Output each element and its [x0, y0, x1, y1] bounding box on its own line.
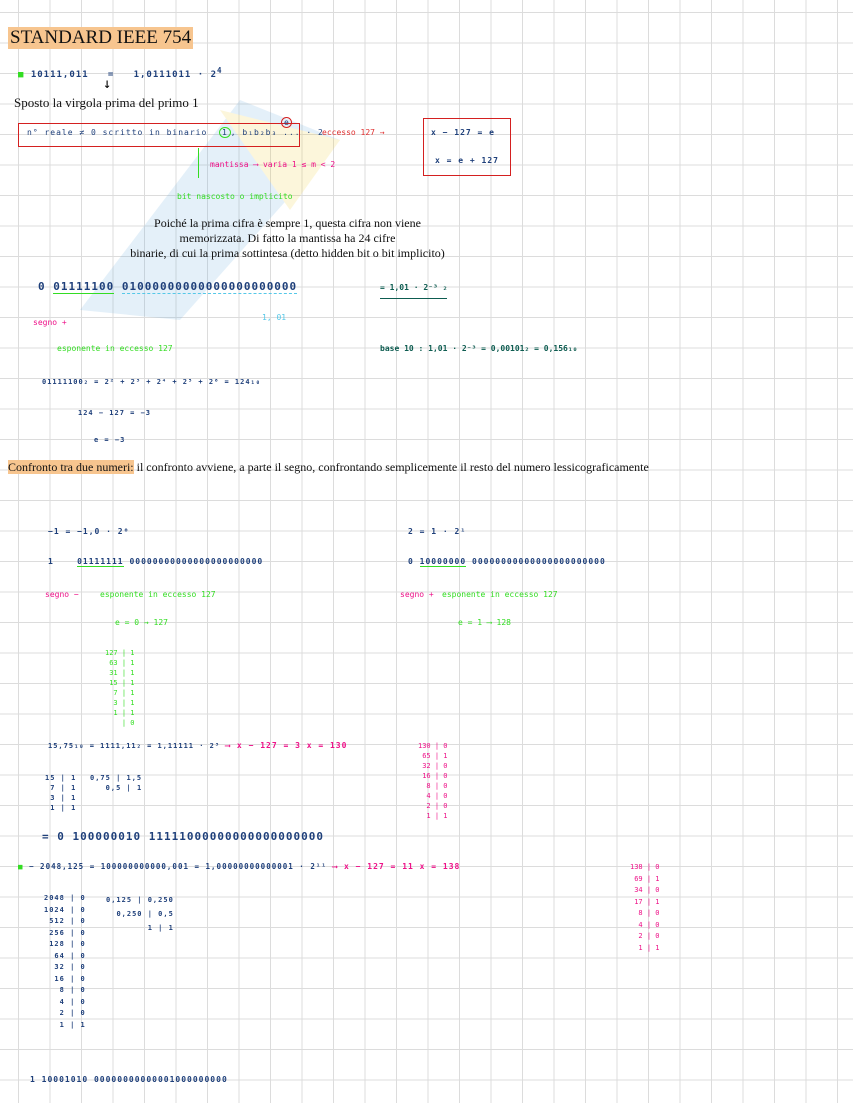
ex2-result: = 1,01 · 2⁻³ ₂ [380, 283, 448, 299]
exponent-circle: e [281, 117, 292, 128]
ex4-segno: segno + [400, 590, 434, 599]
ex3-esponente: esponente in eccesso 127 [100, 590, 216, 599]
paragraph: Poiché la prima cifra è sempre 1, questa… [90, 216, 485, 261]
example-1: ■ 10111,011 = 1,0111011 · 24 [18, 66, 223, 80]
ex6-division-1: 2048 | 0 1024 | 0 512 | 0 256 | 0 128 | … [44, 894, 86, 1029]
ex6-division-3: 138 | 0 69 | 1 34 | 0 17 | 1 8 | 0 4 | 0… [630, 863, 660, 952]
ex2-calc2: 124 − 127 = −3 [78, 409, 152, 417]
ex2-mantissa: 1, 01 [262, 313, 287, 322]
bit-note: bit nascosto o implicito [177, 192, 293, 201]
formula-box [423, 118, 511, 176]
ex3-division: 127 | 1 63 | 1 31 | 1 15 | 1 7 | 1 3 | 1… [105, 649, 135, 727]
ex3-head: −1 = −1,0 · 2⁰ [48, 527, 130, 536]
ex5-division-2: 0,75 | 1,5 0,5 | 1 [90, 774, 143, 792]
ex4-e: e = 1 ⟶ 128 [458, 618, 511, 627]
mantissa-note: mantissa ⟶ varia 1 ≤ m < 2 [210, 160, 336, 169]
paragraph-line: binarie, di cui la prima sottintesa (det… [130, 246, 445, 260]
arrow-line [198, 148, 199, 178]
ex6-head: ■ − 2048,125 = 100000000000,001 = 1,0000… [18, 862, 461, 871]
ex2-calc1: 01111100₂ = 2² + 2³ + 2⁴ + 2⁵ + 2⁶ = 124… [42, 378, 262, 386]
confronto-text: Confronto tra due numeri: il confronto a… [8, 460, 649, 474]
ex4-esponente: esponente in eccesso 127 [442, 590, 558, 599]
ex4-head: 2 = 1 · 2¹ [408, 527, 467, 536]
ex2-calc3: e = −3 [94, 436, 126, 444]
ex2-esponente: esponente in eccesso 127 [57, 344, 173, 353]
ex2-bits: 0 01111100 01000000000000000000000 [38, 280, 298, 294]
eccesso-label: eccesso 127 → [322, 128, 385, 137]
ex3-bits: 1 01111111 00000000000000000000000 [48, 557, 264, 567]
page-title: STANDARD IEEE 754 [8, 27, 194, 49]
formula-1: x − 127 = e [431, 128, 495, 137]
ex5-head: 15,75₁₀ = 1111,11₂ = 1,11111 · 2³ ⟶ x − … [48, 741, 348, 750]
ex5-division-3: 130 | 0 65 | 1 32 | 0 16 | 0 8 | 0 4 | 0… [418, 742, 448, 820]
ex3-e: e = 0 → 127 [115, 618, 168, 627]
paragraph-line: Poiché la prima cifra è sempre 1, questa… [154, 216, 421, 230]
definition-box [18, 123, 300, 147]
arrow-down-icon: ↓ [103, 76, 112, 92]
ex2-segno: segno + [33, 318, 67, 327]
paragraph-line: memorizzata. Di fatto la mantissa ha 24 … [179, 231, 396, 245]
sposto-text: Sposto la virgola prima del primo 1 [14, 95, 199, 110]
definition-text: n° reale ≠ 0 scritto in binario 1, b₁b₂b… [27, 127, 324, 138]
ex5-result: = 0 100000010 11111000000000000000000 [42, 830, 325, 843]
ex4-bits: 0 10000000 00000000000000000000000 [408, 557, 606, 567]
formula-2: x = e + 127 [435, 156, 499, 165]
ex6-result: 1 10001010 00000000000001000000000 [30, 1075, 228, 1084]
ex5-division-1: 15 | 1 7 | 1 3 | 1 1 | 1 [45, 774, 77, 812]
ex3-segno: segno − [45, 590, 79, 599]
ex2-base10: base 10 : 1,01 · 2⁻³ = 0,00101₂ = 0,156₁… [380, 344, 578, 353]
ex6-division-2: 0,125 | 0,250 0,250 | 0,5 1 | 1 [106, 896, 174, 932]
